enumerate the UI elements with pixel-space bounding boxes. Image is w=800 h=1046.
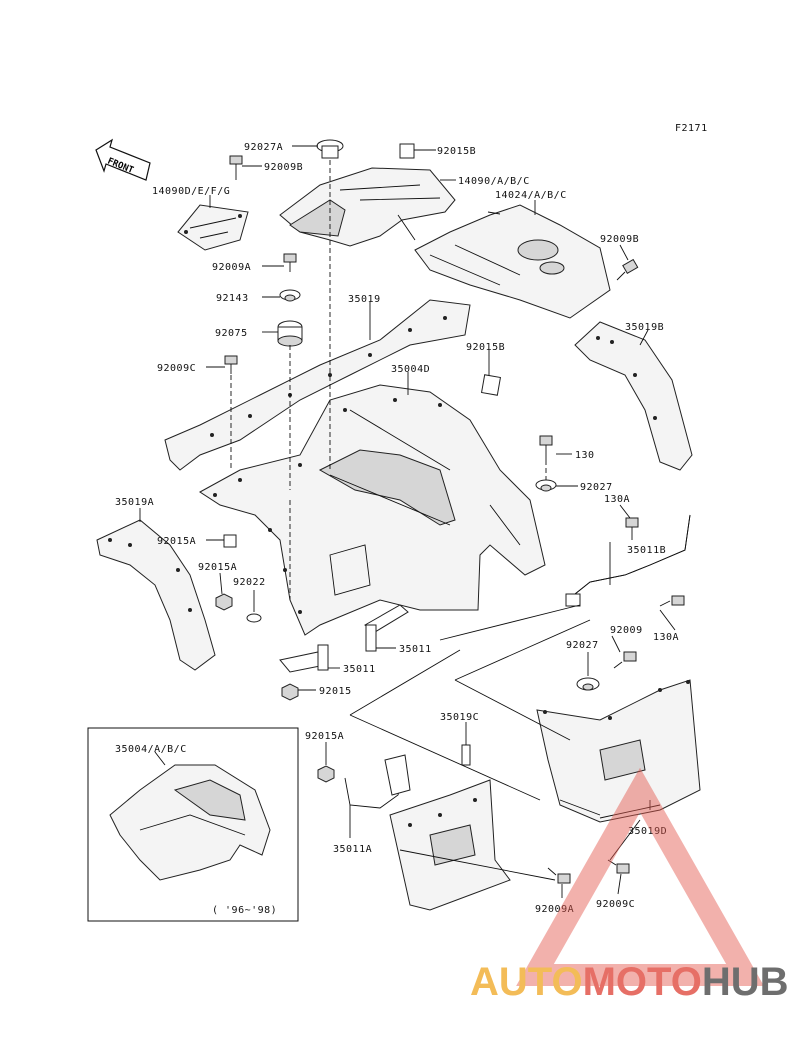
part-flap-35019b: [574, 321, 693, 471]
part-mudflap-35019c: [389, 744, 511, 911]
bolt-130a-lower: [659, 595, 685, 607]
callout-92009a-bottom: 92009A: [535, 904, 574, 915]
bracket-35011-lower: [279, 644, 329, 673]
screw-92009a: [283, 253, 297, 272]
callout-35011-upper: 35011: [399, 644, 432, 655]
callout-92015: 92015: [319, 686, 352, 697]
callout-35004-inset: 35004/A/B/C: [115, 744, 187, 755]
part-cover-14090: [279, 167, 456, 247]
washer-92022: [246, 613, 262, 623]
bracket-rod-35011b: [565, 514, 691, 607]
collar-92143: [279, 289, 301, 302]
watermark-text: AUTOMOTOHUB: [470, 960, 789, 1004]
nut-92015a-center: [317, 765, 335, 783]
screw-92009c-bottom: [607, 859, 630, 874]
callout-130: 130: [575, 450, 595, 461]
part-flap-35019a: [96, 519, 216, 671]
callout-92009b-top: 92009B: [264, 162, 303, 173]
callout-92009-right: 92009: [610, 625, 643, 636]
callout-14090d: 14090D/E/F/G: [152, 186, 230, 197]
part-fender-35004d: [199, 384, 546, 636]
callout-92027-right: 92027: [566, 640, 599, 651]
bolt-130a-upper: [625, 517, 639, 540]
callout-14024: 14024/A/B/C: [495, 190, 567, 201]
screw-92009b-top: [229, 155, 243, 180]
screw-92009-right: [613, 651, 637, 669]
screw-92009c-left: [224, 355, 238, 374]
callout-92027a: 92027A: [244, 142, 283, 153]
assembly-lines: [230, 160, 641, 881]
clip-92015b-mid: [480, 374, 502, 396]
bracket-35011a: [344, 754, 411, 809]
inset-variant-box: ( '96~'98): [87, 727, 299, 922]
callout-35011a: 35011A: [333, 844, 372, 855]
bracket-35011-upper: [364, 604, 409, 652]
callout-14090: 14090/A/B/C: [458, 176, 530, 187]
callout-labels: 92027A 92009B 92015B 14090D/E/F/G 14090/…: [115, 142, 679, 915]
callout-130a-lower: 130A: [653, 632, 679, 643]
callout-92022: 92022: [233, 577, 266, 588]
leader-lines: [139, 145, 676, 898]
nut-92015a-left: [215, 593, 233, 611]
callout-92009c-left: 92009C: [157, 363, 196, 374]
callout-92015b-mid: 92015B: [466, 342, 505, 353]
callout-92143: 92143: [216, 293, 249, 304]
grommet-92027-right: [576, 677, 600, 691]
warning-triangle-icon: [516, 767, 764, 986]
callout-35019d: 35019D: [628, 826, 667, 837]
screw-92009a-bottom: [547, 867, 571, 884]
callout-92027-mid: 92027: [580, 482, 613, 493]
grommet-92027a: [316, 139, 344, 159]
callout-92009b-right: 92009B: [600, 234, 639, 245]
part-mudflap-35019d: [536, 679, 701, 823]
callout-35019a: 35019A: [115, 497, 154, 508]
callout-92075: 92075: [215, 328, 248, 339]
callout-35011-lower: 35011: [343, 664, 376, 675]
figure-code: F2171: [675, 123, 708, 134]
part-plate-14090d: [177, 204, 249, 251]
callout-92009c-bottom: 92009C: [596, 899, 635, 910]
screw-92009b-right: [616, 258, 639, 281]
clip-92015b-top: [399, 143, 415, 159]
callout-92015a-center: 92015A: [305, 731, 344, 742]
clip-92015a-left: [223, 534, 237, 548]
callout-130a-upper: 130A: [604, 494, 630, 505]
part-cover-14024: [414, 204, 611, 319]
callout-35019c: 35019C: [440, 712, 479, 723]
callout-35004d: 35004D: [391, 364, 430, 375]
callout-92009a-left: 92009A: [212, 262, 251, 273]
callout-35019: 35019: [348, 294, 381, 305]
damper-92075: [277, 320, 303, 347]
front-arrow-icon: FRONT: [95, 138, 151, 181]
callout-92015b-top: 92015B: [437, 146, 476, 157]
watermark-logo: AUTOMOTOHUB: [470, 767, 789, 1004]
nut-92015: [281, 683, 299, 701]
bolt-130: [539, 435, 553, 460]
callout-92015a-left: 92015A: [157, 536, 196, 547]
inset-caption: ( '96~'98): [212, 905, 277, 916]
callout-35011b: 35011B: [627, 545, 666, 556]
grommet-92027-mid: [535, 479, 557, 492]
callout-35019b: 35019B: [625, 322, 664, 333]
callout-92015a-left-2: 92015A: [198, 562, 237, 573]
